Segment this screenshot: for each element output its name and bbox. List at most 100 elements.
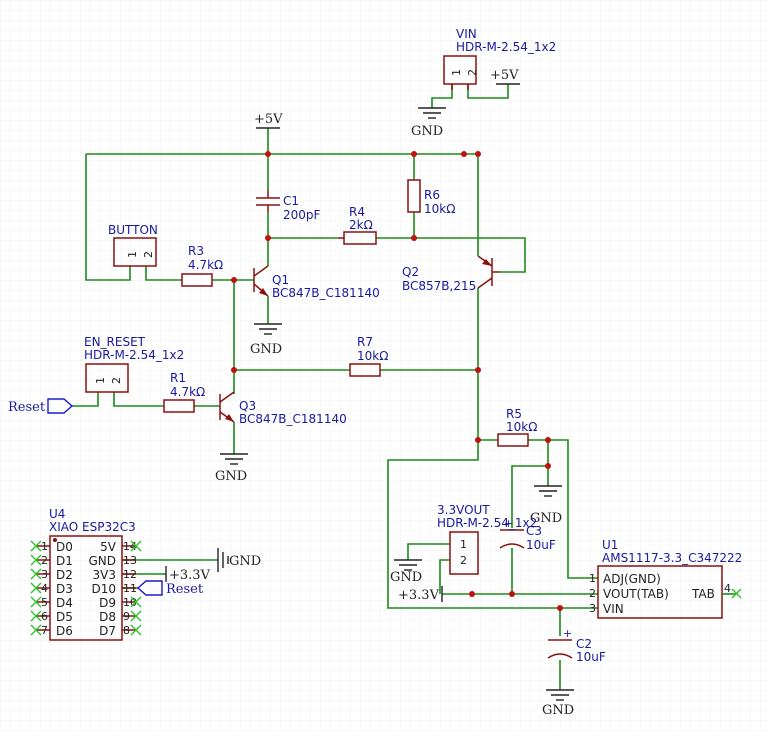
gnd-vin-label: GND: [411, 124, 443, 139]
u4-pin-1-noconnect: [30, 540, 42, 552]
u1-regulator: U1 AMS1117-3.3_C347222 ADJ(GND) VOUT(TAB…: [589, 538, 742, 619]
u4-pin-13-name: GND: [88, 554, 116, 568]
c2-ref: C2: [576, 637, 592, 651]
r7-ref: R7: [357, 335, 373, 349]
power-5v-vin: +5V: [490, 68, 520, 85]
power-5v-top: +5V: [254, 112, 283, 129]
r5-ref: R5: [506, 407, 522, 421]
c2-value: 10uF: [576, 650, 606, 664]
gnd-u4-label: GND: [229, 554, 261, 569]
r5-resistor: R5 10kΩ: [497, 407, 537, 447]
button-ref: BUTTON: [108, 223, 158, 237]
r7-value: 10kΩ: [357, 349, 388, 363]
en-reset-value: HDR-M-2.54_1x2: [84, 348, 184, 362]
gnd-q1-label: GND: [250, 342, 282, 357]
u4-pin-14-name: 5V: [100, 540, 117, 554]
en-reset-pin-1: 1: [94, 377, 107, 384]
q3-transistor: Q3 BC847B_C181140: [219, 391, 347, 426]
svg-text:+: +: [504, 517, 513, 530]
u1-pin-1-num: 1: [589, 572, 596, 585]
power-3v3-out-label: +3.3V: [398, 588, 440, 603]
c1-value: 200pF: [283, 208, 321, 222]
r1-value: 4.7kΩ: [170, 385, 205, 399]
en-reset-header: 1 2 EN_RESET HDR-M-2.54_1x2: [84, 335, 184, 393]
power-3v3-u4-label: +3.3V: [169, 568, 211, 583]
power-3v3-u4: +3.3V: [165, 566, 211, 583]
gnd-out33-label: GND: [390, 570, 422, 585]
gnd-q1: GND: [250, 323, 282, 357]
u1-pin-adj-name: ADJ(GND): [603, 572, 661, 586]
reset-flag-u4-label: Reset: [166, 582, 204, 597]
u4-pin-6-noconnect: [30, 610, 42, 622]
u4-pin-10-noconnect: [130, 596, 142, 608]
u4-pin-6-name: D5: [56, 610, 73, 624]
vin-ref: VIN: [456, 27, 477, 41]
c3-value: 10uF: [526, 538, 556, 552]
gnd-u4: GND: [217, 548, 261, 572]
gnd-vin: GND: [411, 107, 446, 139]
u4-pin-6-num: 6: [41, 610, 48, 623]
q3-value: BC847B_C181140: [239, 412, 347, 426]
out33-pin-1: 1: [460, 538, 467, 551]
out33-value: HDR-M-2.54_1x2: [437, 516, 537, 530]
r1-ref: R1: [170, 371, 186, 385]
u4-pin-9-num: 9: [123, 610, 130, 623]
u4-pin-10-name: D9: [99, 596, 116, 610]
r4-ref: R4: [349, 205, 365, 219]
u4-pin-3-name: D2: [56, 568, 73, 582]
u4-pin-4-noconnect: [30, 582, 42, 594]
gnd-r5: GND: [530, 485, 562, 526]
r3-resistor: R3 4.7kΩ: [181, 244, 223, 287]
c3-ref: C3: [526, 524, 542, 538]
u1-value: AMS1117-3.3_C347222: [602, 551, 742, 565]
r5-value: 10kΩ: [506, 420, 537, 434]
r7-resistor: R7 10kΩ: [349, 335, 388, 377]
out33-pin-2: 2: [460, 554, 467, 567]
r3-ref: R3: [188, 244, 204, 258]
u1-pin-2-num: 2: [589, 587, 596, 600]
junctions: [231, 151, 563, 611]
svg-text:+: +: [563, 627, 572, 640]
r6-ref: R6: [424, 188, 440, 202]
u4-pin-7-num: 7: [41, 624, 48, 637]
gnd-q3-label: GND: [215, 469, 247, 484]
u4-pin-11-num: 11: [123, 582, 137, 595]
en-reset-ref: EN_RESET: [84, 335, 146, 349]
q3-ref: Q3: [239, 399, 256, 413]
q2-ref: Q2: [402, 265, 419, 279]
r3-value: 4.7kΩ: [188, 258, 223, 272]
u4-pin-9-noconnect: [130, 610, 142, 622]
u4-pin-8-num: 8: [123, 624, 130, 637]
gnd-q3: GND: [215, 453, 248, 484]
button-header: 1 2 BUTTON: [108, 223, 158, 267]
u1-ref: U1: [602, 538, 618, 552]
power-5v-vin-label: +5V: [490, 68, 519, 83]
u4-pin-8-name: D7: [99, 624, 116, 638]
u4-pin-4-name: D3: [56, 582, 73, 596]
u1-pin-4-num: 4: [724, 582, 731, 595]
u4-pin-12-name: 3V3: [93, 568, 116, 582]
c1-ref: C1: [283, 194, 299, 208]
u4-pin-5-noconnect: [30, 596, 42, 608]
button-pin-2: 2: [142, 251, 155, 258]
u4-ref: U4: [49, 507, 65, 521]
r1-resistor: R1 4.7kΩ: [163, 371, 205, 413]
vin-pin-2: 2: [466, 69, 479, 76]
q1-transistor: Q1 BC847B_C181140: [253, 265, 380, 300]
u4-pin-2-name: D1: [56, 554, 73, 568]
u4-pin-13-num: 13: [123, 554, 137, 567]
u4-pin-3-num: 3: [41, 568, 48, 581]
u4-pin-7-name: D6: [56, 624, 73, 638]
u4-pin-7-noconnect: [30, 624, 42, 636]
u4-pin-2-noconnect: [30, 554, 42, 566]
reset-flag-left: Reset: [8, 398, 74, 415]
u4-pin-14-noconnect: [130, 540, 142, 552]
u4-pin-11-name: D10: [91, 582, 116, 596]
vin-header: 1 2 VIN HDR-M-2.54_1x2: [443, 27, 556, 90]
q2-value: BC857B,215: [402, 279, 476, 293]
reset-flag-u4: Reset: [136, 580, 204, 597]
